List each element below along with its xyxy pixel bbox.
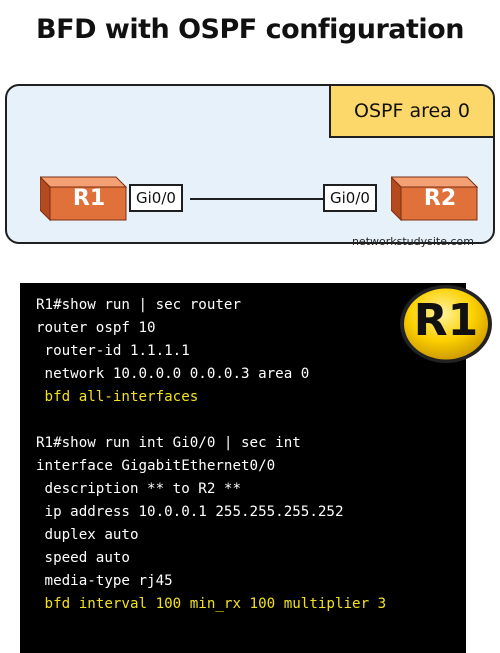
router-r1-label: R1 <box>72 186 106 211</box>
terminal-line: interface GigabitEthernet0/0 <box>36 458 276 474</box>
badge-label: R1 <box>413 295 479 346</box>
terminal-output: R1#show run | sec router router ospf 10 r… <box>20 283 466 653</box>
site-credit: networkstudysite.com <box>351 235 474 248</box>
r2-interface-label: Gi0/0 <box>323 184 377 212</box>
router-r2-label: R2 <box>423 186 457 211</box>
terminal-line: ip address 10.0.0.1 255.255.255.252 <box>36 504 344 520</box>
ospf-area-label: OSPF area 0 <box>329 86 493 138</box>
topology-diagram: OSPF area 0 R1 Gi0/0 Gi0/0 R2 <box>5 84 495 244</box>
r1-interface-label: Gi0/0 <box>129 184 183 212</box>
router-badge: R1 <box>398 283 494 365</box>
terminal-line: router-id 1.1.1.1 <box>36 343 190 359</box>
terminal-line: speed auto <box>36 550 130 566</box>
page-title: BFD with OSPF configuration <box>36 14 464 45</box>
terminal-line: R1#show run int Gi0/0 | sec int <box>36 435 301 451</box>
link-r1-r2 <box>190 198 328 200</box>
terminal-line <box>36 409 386 432</box>
terminal-code: R1#show run | sec router router ospf 10 r… <box>36 294 386 616</box>
terminal-line: router ospf 10 <box>36 320 156 336</box>
badge-circle-icon <box>400 285 492 363</box>
terminal-line: bfd interval 100 min_rx 100 multiplier 3 <box>36 596 387 612</box>
terminal-line: R1#show run | sec router <box>36 297 241 313</box>
terminal-line: description ** to R2 ** <box>36 481 241 497</box>
terminal-line: media-type rj45 <box>36 573 173 589</box>
terminal-line: bfd all-interfaces <box>36 389 199 405</box>
router-r2-icon <box>391 176 479 222</box>
terminal-line: duplex auto <box>36 527 139 543</box>
terminal-line: network 10.0.0.0 0.0.0.3 area 0 <box>36 366 310 382</box>
router-r1: R1 <box>40 174 128 222</box>
router-r1-icon <box>40 176 128 222</box>
router-r2: R2 <box>391 174 479 222</box>
